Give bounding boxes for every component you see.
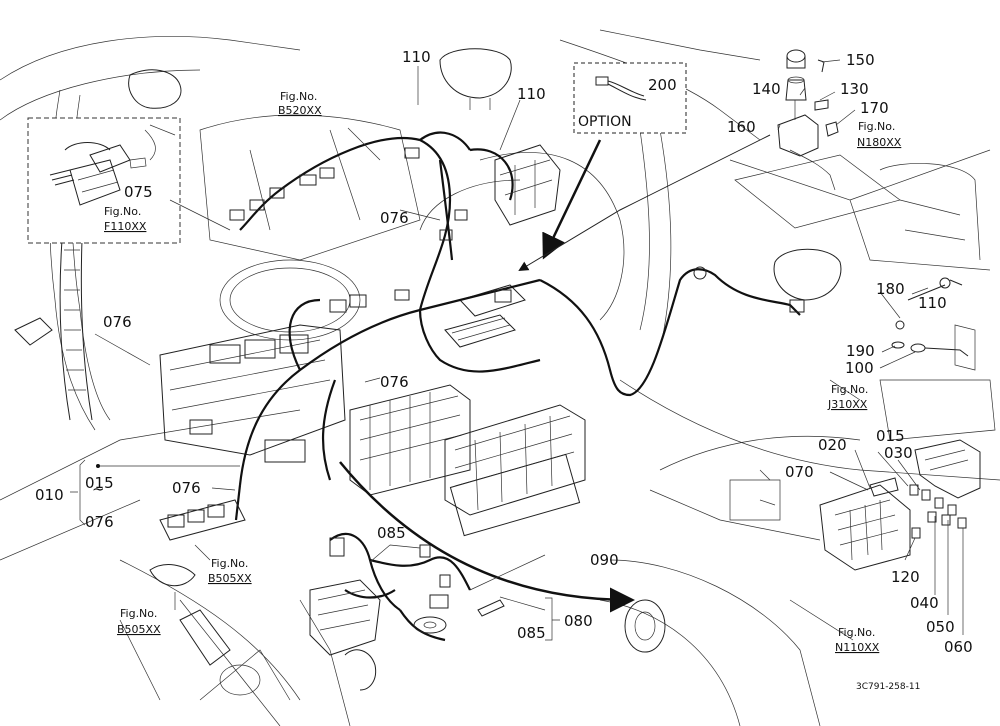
part-label-076-range-end: 076 [85, 513, 114, 531]
part-label-085-upper: 085 [377, 524, 406, 542]
part-label-080: 080 [564, 612, 593, 630]
battery-box-right [444, 404, 586, 537]
part-label-085-lower: 085 [517, 624, 546, 642]
fig-ref-j310-title: Fig.No. [831, 383, 868, 396]
part-label-030: 030 [884, 444, 913, 462]
part-label-110-center: 110 [517, 85, 546, 103]
fig-ref-j310-number: J310XX [827, 398, 868, 411]
part-label-040: 040 [910, 594, 939, 612]
fig-ref-n110-number: N110XX [835, 641, 880, 654]
part-label-140: 140 [752, 80, 781, 98]
fuse-box-assembly [819, 439, 981, 571]
fig-ref-f110-number: F110XX [104, 220, 147, 233]
option-label: OPTION [578, 114, 632, 130]
dash-harness-left [159, 324, 346, 463]
relay-box-upper [494, 144, 561, 226]
part-label-tilde: ~ [92, 480, 105, 498]
part-label-076-lower: 076 [172, 479, 201, 497]
option-box [573, 62, 687, 134]
part-label-070: 070 [785, 463, 814, 481]
battery-box-left [349, 384, 471, 496]
fig-ref-n110-title: Fig.No. [838, 626, 875, 639]
drawing-code: 3C791-258-11 [856, 682, 920, 692]
lower-harness-080 [309, 532, 505, 691]
part-label-100: 100 [845, 359, 874, 377]
part-label-076-left: 076 [103, 313, 132, 331]
fig-ref-b505-upper-title: Fig.No. [211, 557, 248, 570]
part-label-110-right: 110 [918, 294, 947, 312]
tractor-body-outline [0, 29, 1000, 726]
switch-assembly [777, 49, 839, 191]
harness-connectors [229, 147, 805, 313]
fig-ref-b505-lower-number: B505XX [117, 623, 161, 636]
part-label-020: 020 [818, 436, 847, 454]
fig-ref-b505-lower-title: Fig.No. [120, 607, 157, 620]
ground-cable-assembly [879, 277, 996, 441]
part-label-050: 050 [926, 618, 955, 636]
main-wiring-harness [234, 131, 801, 521]
part-label-076-center: 076 [380, 373, 409, 391]
fig-ref-f110-title: Fig.No. [104, 205, 141, 218]
part-label-170: 170 [860, 99, 889, 117]
part-label-060: 060 [944, 638, 973, 656]
fig-ref-b505-upper-number: B505XX [208, 572, 252, 585]
part-labels: 110 110 110 200 150 140 130 170 160 075 … [35, 48, 973, 656]
left-lower-connectors [119, 499, 291, 701]
part-label-120: 120 [891, 568, 920, 586]
part-label-150: 150 [846, 51, 875, 69]
part-label-010: 010 [35, 486, 64, 504]
part-label-130: 130 [840, 80, 869, 98]
fuse-block-center [444, 284, 526, 348]
fig-ref-n180-title: Fig.No. [858, 120, 895, 133]
leader-lines [70, 59, 964, 641]
fig-ref-b520-number: B520XX [278, 104, 322, 117]
part-label-180: 180 [876, 280, 905, 298]
part-label-075: 075 [124, 183, 153, 201]
part-label-015-range-start: 015 [85, 474, 114, 492]
figure-references: Fig.No. B520XX Fig.No. N180XX Fig.No. F1… [104, 90, 902, 654]
inset-box-075 [27, 117, 181, 244]
fig-ref-b520-title: Fig.No. [280, 90, 317, 103]
part-label-076-upper: 076 [380, 209, 409, 227]
part-label-090: 090 [590, 551, 619, 569]
fig-ref-n180-number: N180XX [857, 136, 902, 149]
part-label-110-top: 110 [402, 48, 431, 66]
part-label-200: 200 [648, 76, 677, 94]
part-label-190: 190 [846, 342, 875, 360]
part-label-015-right: 015 [876, 427, 905, 445]
part-label-160: 160 [727, 118, 756, 136]
